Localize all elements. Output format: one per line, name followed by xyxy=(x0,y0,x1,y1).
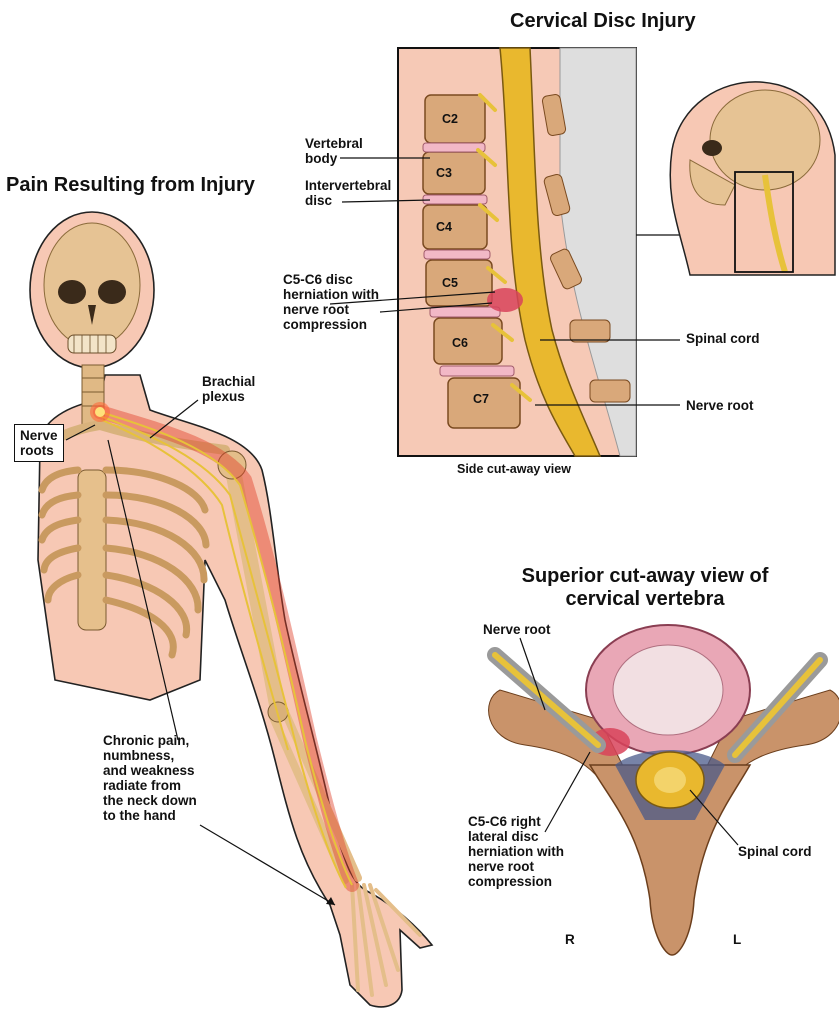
superior-vertebra-view xyxy=(487,624,839,956)
intervertebral-discs xyxy=(422,142,515,377)
left-side-marker: L xyxy=(733,932,742,947)
nucleus xyxy=(612,644,724,736)
vertebra-label: C7 xyxy=(473,392,489,406)
rib-cage xyxy=(38,466,210,659)
vertebra-label: C3 xyxy=(436,166,452,180)
superior-spinal-cord-label: Spinal cord xyxy=(738,844,812,859)
arm-nerves xyxy=(99,411,353,889)
vertebra-label: C6 xyxy=(452,336,468,350)
inset-highlight-box xyxy=(734,171,794,273)
nerve-roots-label: Nerve roots xyxy=(14,424,64,462)
vertebra-label: C2 xyxy=(442,112,458,126)
superior-nerve-root-label: Nerve root xyxy=(483,622,551,637)
eye-socket-left xyxy=(98,280,126,304)
intervertebral-disc-label: Intervertebral disc xyxy=(305,178,392,208)
pain-radiation xyxy=(93,405,359,892)
vertebra-label: C5 xyxy=(442,276,458,290)
brachial-plexus-label: Brachial plexus xyxy=(202,374,256,404)
eye-socket-right xyxy=(58,280,86,304)
left-title: Pain Resulting from Injury xyxy=(6,174,255,196)
side-view-caption: Side cut-away view xyxy=(457,462,571,476)
right-side-marker: R xyxy=(565,932,575,947)
superior-herniation-label: C5-C6 right lateral disc herniation with… xyxy=(468,814,564,889)
top-right-title: Cervical Disc Injury xyxy=(510,10,696,32)
head-inset xyxy=(669,81,836,276)
vertebral-body-label: Vertebral body xyxy=(305,136,363,166)
spinal-cord-label: Spinal cord xyxy=(686,331,760,346)
disc-herniation xyxy=(487,288,523,312)
herniation-label: C5-C6 disc herniation with nerve root co… xyxy=(283,272,379,332)
body-figure xyxy=(29,211,434,1008)
bottom-right-title: Superior cut-away view of cervical verte… xyxy=(521,565,769,610)
spinal-cord xyxy=(499,47,602,457)
chronic-pain-label: Chronic pain, numbness, and weakness rad… xyxy=(103,733,197,823)
forearm-bones xyxy=(268,708,362,884)
vertebral-bodies xyxy=(422,94,521,429)
side-cutaway-view xyxy=(329,47,735,457)
vertebra-label: C4 xyxy=(436,220,452,234)
nerve-root-label: Nerve root xyxy=(686,398,754,413)
